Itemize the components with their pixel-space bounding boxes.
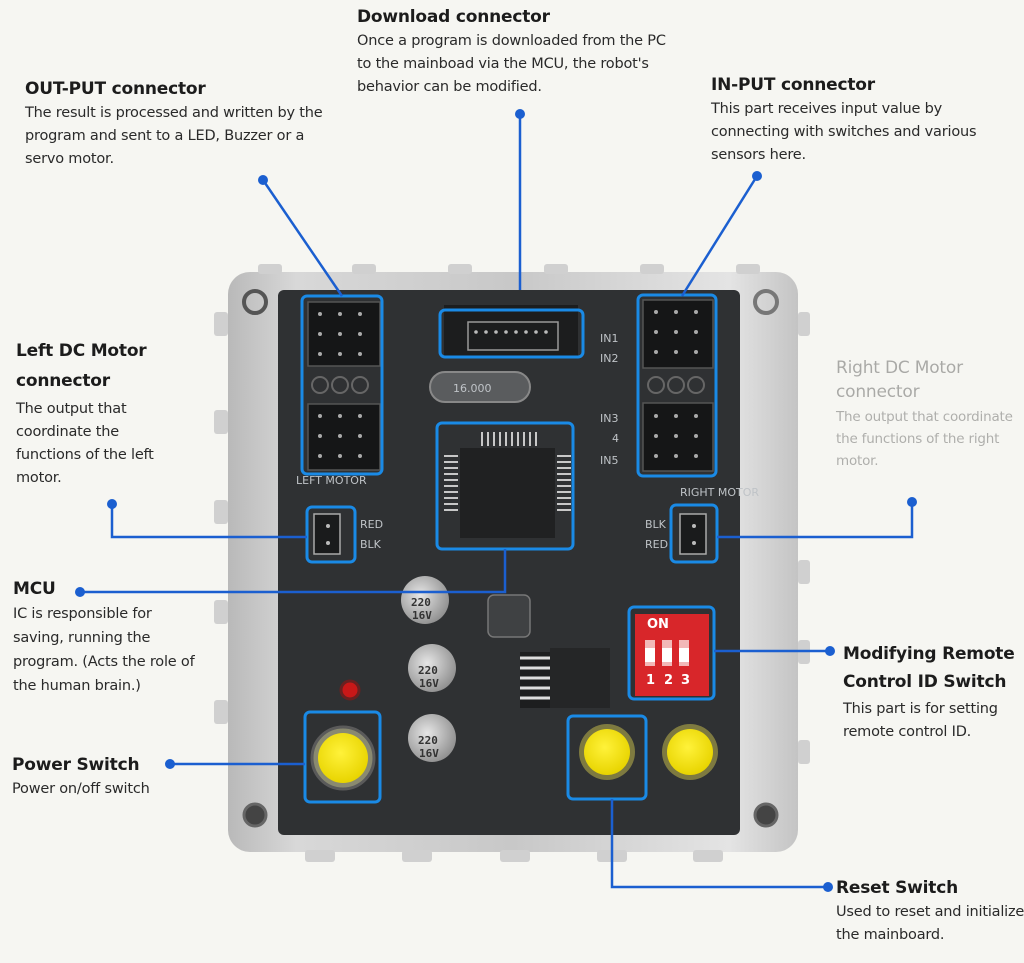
callout-download: Download connector Once a program is dow… <box>357 6 667 99</box>
label-in3: IN3 <box>600 412 618 425</box>
callout-mcu: MCU IC is responsible for saving, runnin… <box>13 578 198 698</box>
callout-text: The output that coordinate the functions… <box>16 401 154 486</box>
callout-left-motor: Left DC Motor connector The output that … <box>16 336 186 490</box>
callout-title: Download connector <box>357 7 550 27</box>
callout-title: Modifying Remote Control ID Switch <box>843 644 1015 692</box>
right-blk-label: BLK <box>645 518 667 531</box>
right-motor-connector: RIGHT MOTOR BLK RED <box>645 486 759 564</box>
left-motor-silkscreen: LEFT MOTOR <box>296 474 367 487</box>
dot-icon <box>752 171 762 181</box>
svg-text:220: 220 <box>418 734 438 747</box>
leader-lines <box>80 114 914 889</box>
leader-left-motor <box>110 504 307 539</box>
pcb <box>278 290 740 835</box>
left-motor-connector: LEFT MOTOR RED BLK <box>296 474 383 564</box>
label-in1: IN1 <box>600 332 618 345</box>
right-motor-silkscreen: RIGHT MOTOR <box>680 486 759 499</box>
callout-title: OUT-PUT connector <box>25 79 206 99</box>
screw-icon <box>242 289 268 315</box>
svg-text:16V: 16V <box>419 747 439 760</box>
capacitors: 220 16V 220 16V 220 16V <box>401 576 456 762</box>
inductor <box>487 594 531 638</box>
svg-text:220: 220 <box>411 596 431 609</box>
callout-text: The result is processed and written by t… <box>25 105 323 167</box>
dip-switch-3[interactable] <box>679 648 689 662</box>
callout-text: Power on/off switch <box>12 781 150 797</box>
callout-reset: Reset Switch Used to reset and initializ… <box>836 877 1024 947</box>
dot-icon <box>907 497 917 507</box>
dot-icon <box>75 587 85 597</box>
callout-title: Left DC Motor connector <box>16 341 147 391</box>
svg-text:16V: 16V <box>419 677 439 690</box>
leader-dots <box>75 109 917 892</box>
input-connector: IN1 IN2 IN3 4 IN5 <box>600 293 718 478</box>
label-in4: 4 <box>612 432 619 445</box>
screw-icon <box>753 289 779 315</box>
red-led <box>339 679 361 701</box>
dot-icon <box>165 759 175 769</box>
label-in5: IN5 <box>600 454 618 467</box>
callout-title: IN-PUT connector <box>711 75 875 95</box>
callout-title: Reset Switch <box>836 878 958 898</box>
voltage-regulator <box>520 648 610 708</box>
leader-mcu <box>80 549 507 594</box>
start-switch[interactable] <box>662 724 718 780</box>
leader-reset <box>610 799 826 889</box>
callout-power: Power Switch Power on/off switch <box>12 754 212 801</box>
dip-on-label: ON <box>647 617 669 632</box>
callout-title: Power Switch <box>12 755 140 775</box>
callout-input: IN-PUT connector This part receives inpu… <box>711 74 1016 167</box>
svg-text:16V: 16V <box>412 609 432 622</box>
dot-icon <box>825 646 835 656</box>
callout-text: The output that coordinate the functions… <box>836 409 1013 469</box>
crystal-label: 16.000 <box>453 382 492 395</box>
download-connector <box>438 305 585 359</box>
dot-icon <box>258 175 268 185</box>
dot-icon <box>107 499 117 509</box>
leader-input <box>680 175 759 297</box>
remote-id-dip-switch[interactable]: ON 1 2 3 <box>627 605 716 701</box>
leader-right-motor <box>717 502 914 539</box>
callout-title: MCU <box>13 579 56 599</box>
callout-text: IC is responsible for saving, running th… <box>13 606 195 694</box>
callout-remote-id: Modifying Remote Control ID Switch This … <box>843 640 1024 744</box>
callout-text: Once a program is downloaded from the PC… <box>357 33 666 95</box>
screw-icon <box>242 802 268 828</box>
svg-text:1: 1 <box>646 673 655 688</box>
callout-output: OUT-PUT connector The result is processe… <box>25 78 340 171</box>
dot-icon <box>515 109 525 119</box>
svg-text:2: 2 <box>664 673 673 688</box>
left-red-label: RED <box>360 518 383 531</box>
callout-text: Used to reset and initialize the mainboa… <box>836 904 1024 943</box>
callout-right-motor: Right DC Motor connector The output that… <box>836 356 1016 472</box>
left-blk-label: BLK <box>360 538 382 551</box>
svg-text:220: 220 <box>418 664 438 677</box>
leader-output <box>261 179 344 297</box>
callout-text: This part is for setting remote control … <box>843 701 998 740</box>
callout-text: This part receives input value by connec… <box>711 101 977 163</box>
callout-title: Right DC Motor connector <box>836 358 963 402</box>
mcu-chip <box>435 421 575 551</box>
screw-icon <box>753 802 779 828</box>
reset-switch[interactable] <box>566 714 648 801</box>
svg-text:3: 3 <box>681 673 690 688</box>
power-switch[interactable] <box>303 710 382 804</box>
dip-switch-1[interactable] <box>645 648 655 662</box>
dot-icon <box>823 882 833 892</box>
label-in2: IN2 <box>600 352 618 365</box>
crystal-oscillator: 16.000 <box>429 371 531 403</box>
right-red-label: RED <box>645 538 668 551</box>
dip-switch-2[interactable] <box>662 648 672 662</box>
